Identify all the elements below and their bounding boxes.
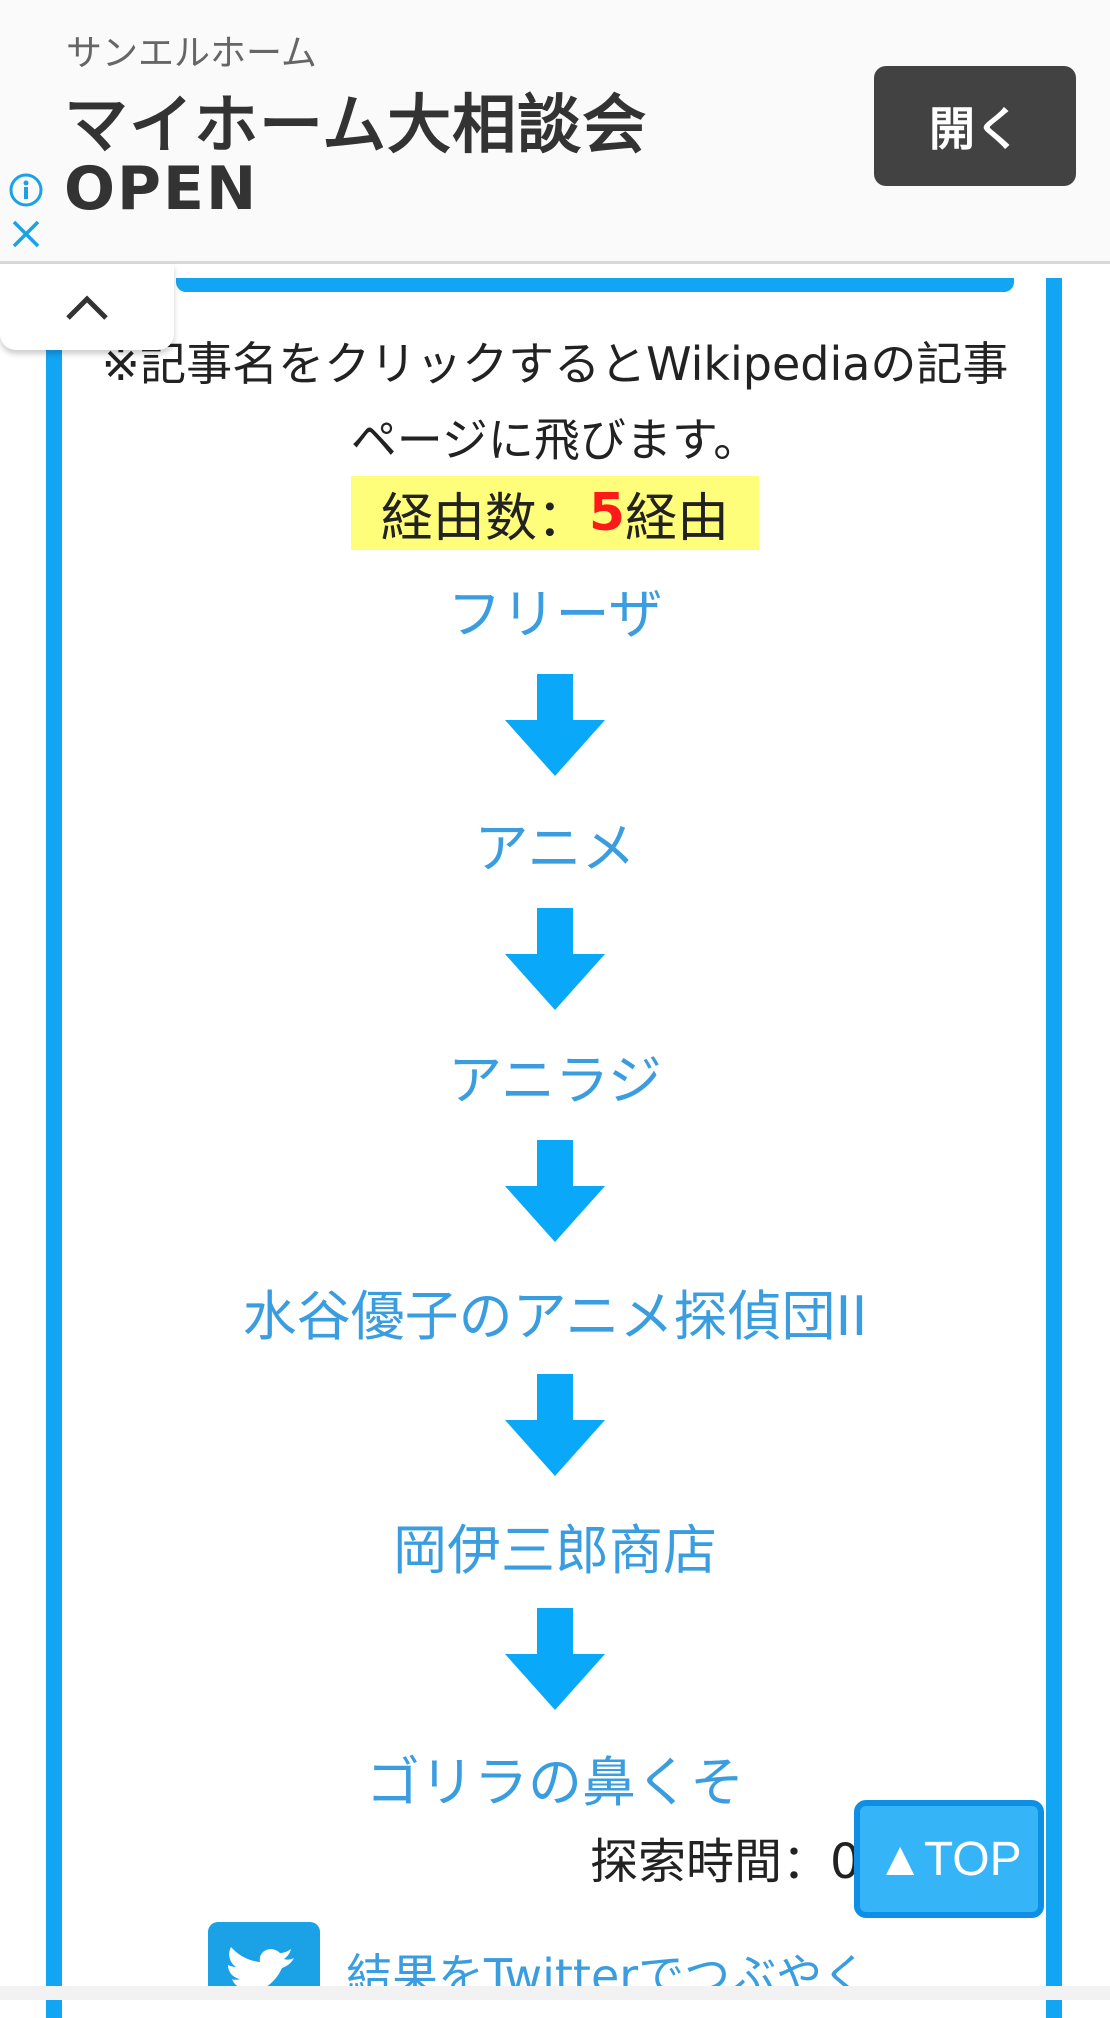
hop-count-label: 経由数： — [380, 488, 589, 549]
ad-subtitle[interactable]: OPEN — [64, 154, 259, 224]
back-to-top-button[interactable]: ▲TOP — [854, 1800, 1044, 1918]
article-link[interactable]: アニラジ — [448, 1049, 662, 1112]
article-link[interactable]: ゴリラの鼻くそ — [366, 1751, 744, 1814]
chevron-up-icon — [66, 295, 108, 320]
ad-collapse-tab[interactable] — [0, 264, 174, 350]
instruction-note: ※記事名をクリックするとWikipediaの記事ページに飛びます。 — [101, 337, 1009, 467]
article-link[interactable]: フリーザ — [447, 583, 663, 646]
arrow-down-icon — [505, 1374, 605, 1476]
hop-count-suffix: 経由 — [625, 488, 730, 549]
ad-sponsor: サンエルホーム — [66, 33, 317, 74]
ad-info-icon[interactable] — [8, 172, 44, 208]
ad-banner[interactable]: サンエルホーム マイホーム大相談会 OPEN 開く — [0, 0, 1110, 264]
arrow-down-icon — [505, 908, 605, 1010]
search-time: 探索時間：0 — [590, 1834, 861, 1890]
ad-title[interactable]: マイホーム大相談会 — [64, 89, 648, 163]
panel-top-bar — [176, 278, 1014, 292]
hop-count-badge: 経由数： 5 経由 — [351, 476, 759, 550]
result-panel — [46, 278, 1062, 2018]
article-link[interactable]: アニメ — [474, 817, 636, 880]
ad-open-button[interactable]: 開く — [874, 66, 1076, 186]
arrow-down-icon — [505, 1608, 605, 1710]
arrow-down-icon — [505, 674, 605, 776]
arrow-down-icon — [505, 1140, 605, 1242]
article-link[interactable]: 水谷優子のアニメ探偵団II — [242, 1285, 868, 1348]
hop-count-value: 5 — [588, 483, 626, 543]
article-link[interactable]: 岡伊三郎商店 — [393, 1519, 717, 1582]
bottom-edge — [0, 1986, 1110, 2000]
ad-close-icon[interactable] — [8, 216, 44, 252]
